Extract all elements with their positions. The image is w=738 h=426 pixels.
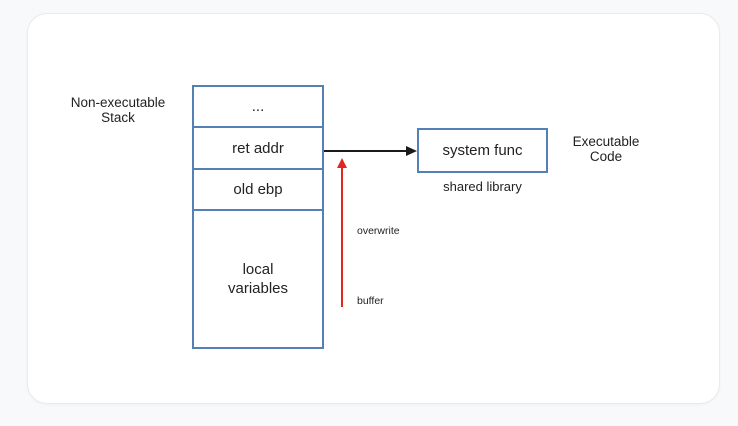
diagram-card	[27, 13, 720, 404]
call-arrow-line	[324, 150, 407, 152]
call-arrowhead-icon	[406, 145, 417, 156]
stack-cell-ret-addr: ret addr	[192, 126, 324, 170]
stack-cell-local-variables-label: local variables	[227, 261, 289, 297]
overwrite-arrow-line	[341, 166, 343, 307]
stack-cell-ret-addr-label: ret addr	[232, 139, 284, 157]
executable-code-label-line1: Executable	[572, 134, 640, 149]
stack-cell-old-ebp-label: old ebp	[233, 181, 283, 198]
overwrite-label: overwrite	[357, 225, 400, 237]
non-executable-stack-label-line1: Non-executable	[70, 95, 166, 110]
buffer-label: buffer	[357, 295, 384, 307]
non-executable-stack-label: Non-executable Stack	[47, 95, 189, 125]
non-executable-stack-label-line2: Stack	[101, 109, 135, 125]
stack-cell-local-variables: local variables	[192, 209, 324, 349]
stack-cell-ellipsis: ...	[192, 85, 324, 128]
stack-cell-ellipsis-label: ...	[251, 98, 265, 115]
executable-code-label: Executable Code	[556, 134, 656, 164]
executable-code-label-line2: Code	[589, 148, 623, 164]
shared-library-label: shared library	[443, 179, 522, 194]
system-func-label: system func	[442, 142, 523, 159]
memory-stack: ... ret addr old ebp local variables	[192, 85, 324, 349]
system-func-box: system func	[417, 128, 548, 173]
overwrite-arrowhead-icon	[336, 158, 347, 168]
stack-cell-old-ebp: old ebp	[192, 168, 324, 211]
